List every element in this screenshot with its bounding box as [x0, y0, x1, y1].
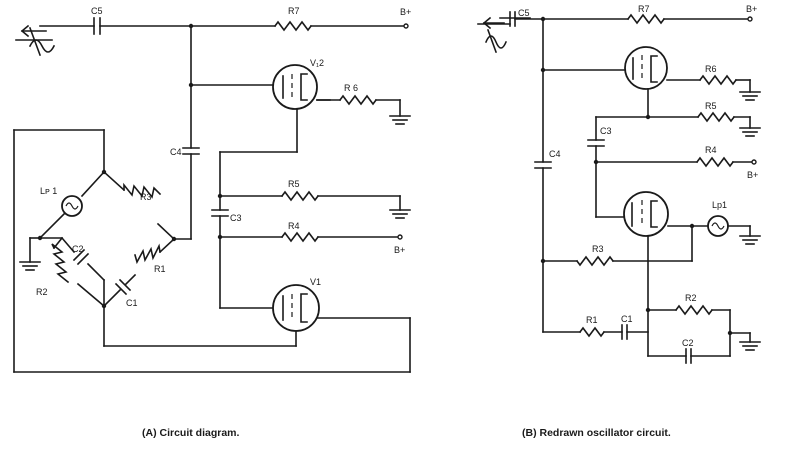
label-c5-b: C5 — [518, 8, 530, 18]
capacitor-c4-a — [182, 147, 200, 155]
resistor-r2-b — [674, 304, 714, 316]
input-signal-source-a — [15, 24, 56, 57]
caption-a: (A) Circuit diagram. — [142, 427, 240, 439]
tube-v2-a — [272, 64, 331, 110]
ground-symbol-r6-a — [389, 115, 411, 125]
resistor-r4-b — [695, 156, 735, 168]
tube-v1-a — [272, 284, 320, 332]
label-r6-a: R 6 — [344, 83, 358, 93]
wire — [102, 170, 126, 192]
label-r2-b: R2 — [685, 293, 697, 303]
resistor-r1-a — [134, 243, 161, 265]
terminal-bplus-top-b — [747, 16, 753, 22]
label-v2-a: V₁2 — [310, 58, 324, 68]
terminal-bplus-top-a — [403, 23, 409, 29]
caption-b: (B) Redrawn oscillator circuit. — [522, 427, 671, 439]
capacitor-c3-b — [587, 139, 605, 147]
label-lp1-a: Lᴘ 1 — [40, 186, 57, 196]
resistor-r5-b — [696, 111, 736, 123]
label-r6-b: R6 — [705, 64, 717, 74]
label-r4-a: R4 — [288, 221, 300, 231]
terminal-bplus-r4-a — [397, 234, 403, 240]
resistor-r3-b — [575, 255, 615, 267]
wire — [76, 282, 106, 308]
capacitor-c4-b — [534, 161, 552, 169]
label-c2-a: C2 — [72, 244, 84, 254]
wire — [60, 236, 76, 254]
resistor-r1-b — [578, 326, 606, 338]
capacitor-c3-a — [211, 209, 229, 217]
label-r3-b: R3 — [592, 244, 604, 254]
resistor-r5-a — [280, 190, 320, 202]
ground-symbol-r5-a — [389, 209, 411, 219]
resistor-r3-a — [123, 182, 162, 199]
label-c1-a: C1 — [126, 298, 138, 308]
lamp-lp1-b — [707, 215, 729, 237]
ground-symbol-rc-b — [739, 341, 761, 351]
capacitor-c2-a — [72, 248, 90, 266]
label-r7-a: R7 — [288, 6, 300, 16]
ground-symbol-lp1-b — [739, 235, 761, 245]
wire — [80, 170, 106, 198]
wire — [158, 237, 176, 254]
label-c4-b: C4 — [549, 149, 561, 159]
label-bplus-top-b: B+ — [746, 4, 757, 14]
label-c3-b: C3 — [600, 126, 612, 136]
resistor-r7-a — [273, 20, 313, 32]
capacitor-c5-a — [93, 17, 101, 35]
wire — [156, 222, 176, 241]
tube-top-b — [624, 46, 668, 90]
input-signal-source-b — [477, 16, 511, 54]
diagram-a: C5 R7 B+ C4 V₁2 — [13, 6, 411, 439]
capacitor-c1-a — [114, 278, 132, 296]
label-c5-a: C5 — [91, 6, 103, 16]
label-v1-a: V1 — [310, 277, 321, 287]
label-c2-b: C2 — [682, 338, 694, 348]
label-r7-b: R7 — [638, 4, 650, 14]
ground-symbol-r6-b — [739, 91, 761, 101]
tube-bottom-b — [623, 191, 669, 237]
lamp-lp1-a — [61, 195, 83, 217]
resistor-r6-a — [338, 94, 378, 106]
label-r5-a: R5 — [288, 179, 300, 189]
label-r2-a: R2 — [36, 287, 48, 297]
wire — [124, 273, 137, 286]
resistor-r4-a — [280, 231, 320, 243]
label-c3-a: C3 — [230, 213, 242, 223]
label-r1-b: R1 — [586, 315, 598, 325]
label-bplus-r4-a: B+ — [394, 245, 405, 255]
wire — [38, 212, 66, 240]
resistor-r6-b — [698, 74, 738, 86]
ground-symbol-r5-b — [739, 127, 761, 137]
label-r5-b: R5 — [705, 101, 717, 111]
label-bplus-r4-b: B+ — [747, 170, 758, 180]
label-bplus-top-a: B+ — [400, 7, 411, 17]
label-r1-a: R1 — [154, 264, 166, 274]
label-c4-a: C4 — [170, 147, 182, 157]
ground-symbol-bridge-a — [19, 261, 41, 271]
label-r4-b: R4 — [705, 145, 717, 155]
terminal-bplus-r4-b — [751, 159, 757, 165]
diagram-b: C5 R7 B+ C4 R6 — [477, 4, 761, 439]
label-r3-a: R3 — [140, 192, 152, 202]
wire — [86, 262, 106, 282]
label-c1-b: C1 — [621, 314, 633, 324]
wire — [102, 288, 122, 308]
resistor-r2-a — [51, 243, 70, 284]
resistor-r7-b — [626, 13, 666, 25]
label-lp1-b: Lp1 — [712, 200, 727, 210]
